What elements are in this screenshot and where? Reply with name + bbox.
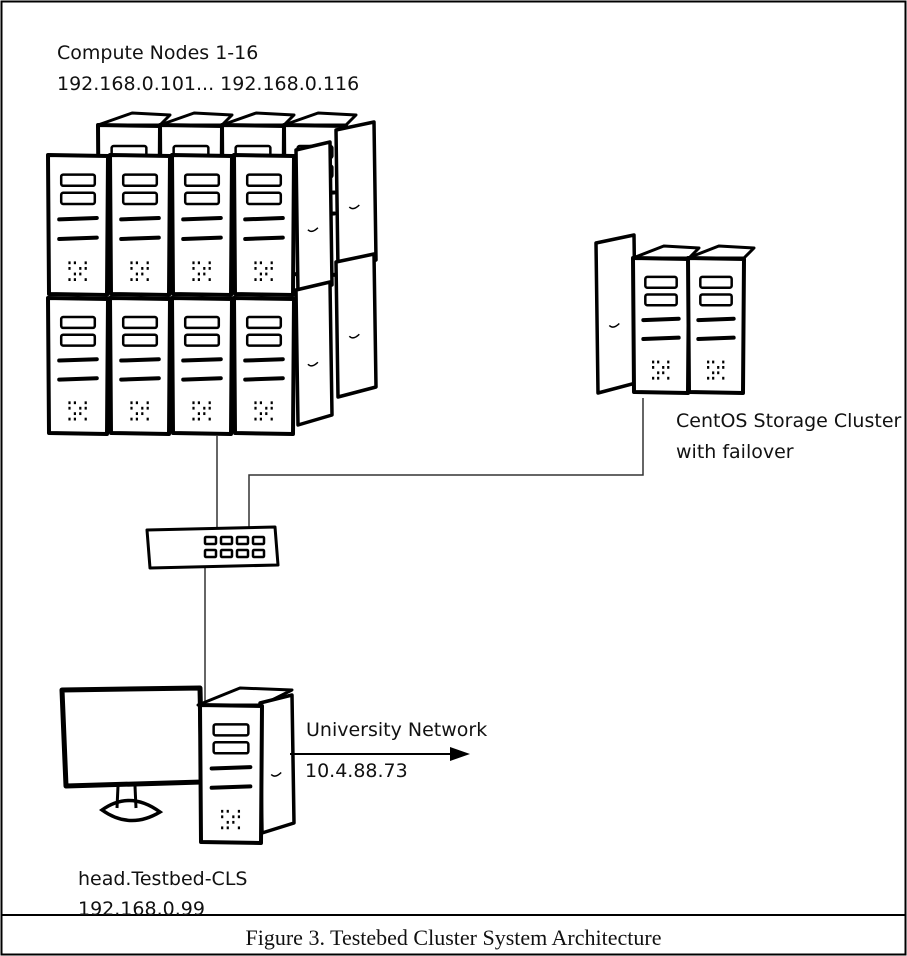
compute-rack-side-panel: [334, 252, 378, 399]
compute-node: [170, 296, 234, 436]
compute-nodes-rack: [46, 111, 378, 436]
link-storage-to-switch: [248, 398, 644, 530]
compute-node: [232, 296, 296, 436]
university-network-arrow: [290, 747, 470, 761]
compute-node: [46, 296, 110, 436]
storage-cluster-label: CentOS Storage Cluster: [676, 410, 902, 432]
figure-caption: Figure 3. Testebed Cluster System Archit…: [245, 925, 662, 950]
university-network-label: University Network: [306, 719, 488, 741]
compute-node: [108, 153, 172, 297]
compute-node: [108, 296, 172, 436]
compute-nodes-title: Compute Nodes 1-16: [57, 42, 259, 64]
head-node-front: [198, 703, 264, 845]
network-switch: [145, 525, 280, 570]
head-node-side-panel: [258, 693, 296, 835]
storage-node: [631, 244, 701, 395]
compute-nodes-ip-range: 192.168.0.101... 192.168.0.116: [57, 73, 360, 95]
university-network-ip: 10.4.88.73: [305, 760, 408, 782]
head-node-ip: 192.168.0.99: [78, 898, 205, 920]
compute-rack-side-panel: [334, 120, 378, 272]
storage-side-panel: [594, 233, 638, 395]
monitor-icon: [59, 685, 205, 823]
compute-node: [46, 153, 110, 297]
head-node-name: head.Testbed-CLS: [78, 868, 248, 890]
compute-node: [170, 153, 234, 297]
compute-rack-side-panel: [294, 280, 334, 427]
compute-node: [232, 153, 296, 297]
storage-cluster-sublabel: with failover: [676, 441, 794, 463]
compute-rack-side-panel: [294, 140, 334, 297]
head-node-server: [196, 686, 296, 845]
storage-cluster-servers: [594, 233, 756, 395]
storage-node: [686, 244, 756, 395]
